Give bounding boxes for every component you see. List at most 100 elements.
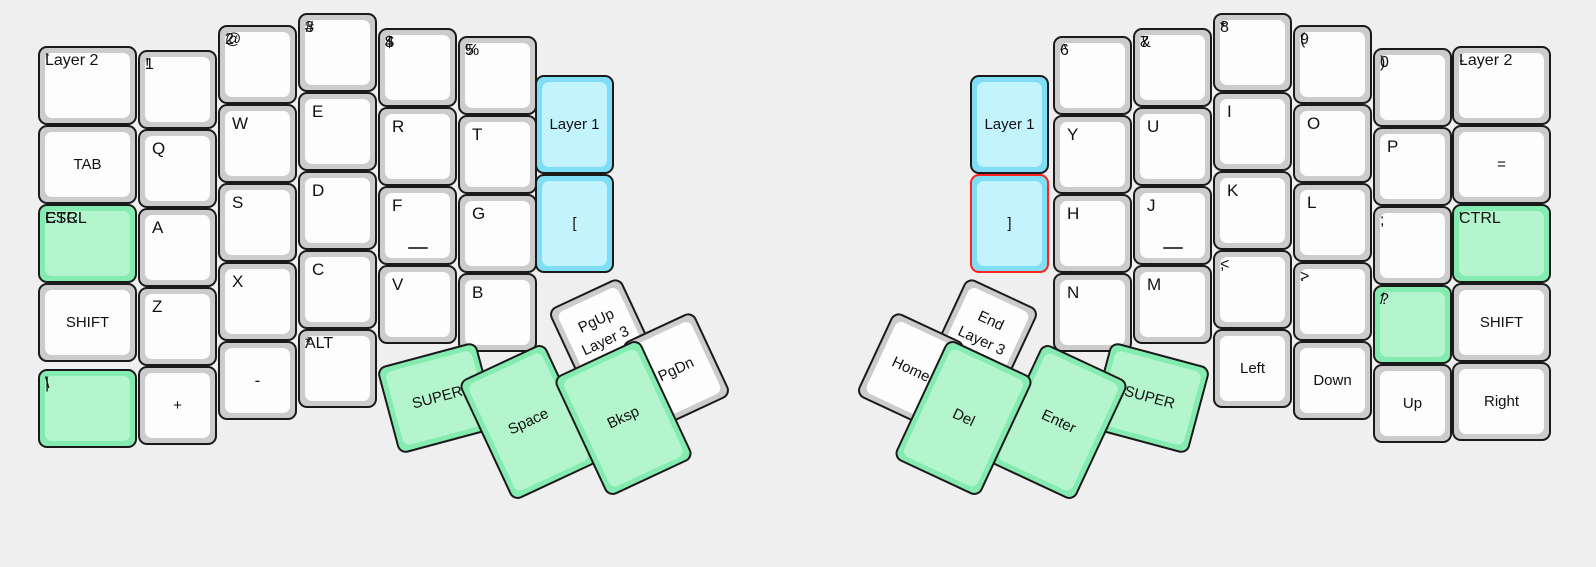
key-layer1-right[interactable]: Layer 1 — [970, 75, 1049, 174]
key-up[interactable]: Up — [1373, 364, 1452, 443]
key-left[interactable]: Left — [1213, 329, 1292, 408]
key-h[interactable]: H — [1053, 194, 1132, 273]
keycap: Z — [145, 294, 210, 359]
key-3[interactable]: #3 — [298, 13, 377, 92]
legend-main: T — [472, 125, 483, 144]
legend-top: | — [45, 375, 50, 392]
keycap: E — [305, 99, 370, 164]
key-e[interactable]: E — [298, 92, 377, 171]
legend-main: E — [312, 102, 324, 121]
key-f[interactable]: F — [378, 186, 457, 265]
key-period[interactable]: >. — [1293, 262, 1372, 341]
keycap: )0 — [1380, 54, 1445, 120]
legend-main: A — [152, 218, 164, 237]
key-k[interactable]: K — [1213, 171, 1292, 250]
key-j[interactable]: J — [1133, 186, 1212, 265]
legend-main: Enter — [1038, 406, 1079, 437]
legend-main: N — [1067, 283, 1080, 302]
keycap: %5 — [465, 42, 530, 108]
key-r[interactable]: R — [378, 107, 457, 186]
key-t[interactable]: T — [458, 115, 537, 194]
keycap: <, — [1220, 256, 1285, 322]
legend-main: ALT — [305, 335, 334, 352]
legend-main: C — [312, 260, 325, 279]
key-plus[interactable]: + — [138, 366, 217, 445]
key-d[interactable]: D — [298, 171, 377, 250]
legend-main: D — [312, 181, 325, 200]
key-v[interactable]: V — [378, 265, 457, 344]
key-pipe-backslash[interactable]: |\ — [38, 369, 137, 448]
legend-main: I — [1227, 102, 1232, 121]
keycap: Y — [1060, 122, 1125, 187]
key-4[interactable]: $4 — [378, 28, 457, 107]
legend-top: $ — [385, 34, 394, 51]
key-q[interactable]: Q — [138, 129, 217, 208]
key-comma[interactable]: <, — [1213, 250, 1292, 329]
key-9[interactable]: (9 — [1293, 25, 1372, 104]
legend-main: Del — [949, 405, 978, 431]
key-5[interactable]: %5 — [458, 36, 537, 115]
key-z[interactable]: Z — [138, 287, 217, 366]
key-layer2-grave[interactable]: `Layer 2 — [38, 46, 137, 125]
key-a[interactable]: A — [138, 208, 217, 287]
key-x[interactable]: X — [218, 262, 297, 341]
legend-top: ^ — [1060, 42, 1068, 59]
legend-top: < — [1220, 256, 1230, 273]
key-shift-right[interactable]: SHIFT — [1452, 283, 1551, 362]
legend-main: P — [1387, 137, 1399, 156]
key-p[interactable]: P — [1373, 127, 1452, 206]
homing-bump-icon — [1162, 247, 1183, 249]
key-slash[interactable]: ?/ — [1373, 285, 1452, 364]
key-shift[interactable]: SHIFT — [38, 283, 137, 362]
legend-main: Bksp — [604, 402, 643, 433]
key-semicolon[interactable]: :; — [1373, 206, 1452, 285]
keycap: U — [1140, 114, 1205, 179]
key-minus[interactable]: - — [218, 341, 297, 420]
key-alt[interactable]: *ALT — [298, 329, 377, 408]
key-right[interactable]: Right — [1452, 362, 1551, 441]
key-bracket-left[interactable]: [ — [535, 174, 614, 273]
legend-top: & — [1140, 34, 1151, 51]
key-s[interactable]: S — [218, 183, 297, 262]
legend-bottom: , — [1220, 256, 1225, 273]
key-n[interactable]: N — [1053, 273, 1132, 352]
key-tab[interactable]: TAB — [38, 125, 137, 204]
key-7[interactable]: &7 — [1133, 28, 1212, 107]
key-0[interactable]: )0 — [1373, 48, 1452, 127]
key-layer2-minus[interactable]: -Layer 2 — [1452, 46, 1551, 125]
legend-main: CTRL — [45, 210, 87, 227]
keycap: (9 — [1300, 31, 1365, 97]
legend-main: Left — [1239, 359, 1266, 377]
key-y[interactable]: Y — [1053, 115, 1132, 194]
keycap: SHIFT — [1459, 290, 1544, 355]
key-l[interactable]: L — [1293, 183, 1372, 262]
key-m[interactable]: M — [1133, 265, 1212, 344]
key-i[interactable]: I — [1213, 92, 1292, 171]
legend-main: Y — [1067, 125, 1079, 144]
key-o[interactable]: O — [1293, 104, 1372, 183]
key-8[interactable]: *8 — [1213, 13, 1292, 92]
key-bracket-right[interactable]: ] — [970, 174, 1049, 273]
legend-top: ` — [45, 52, 51, 69]
legend-main: S — [232, 193, 244, 212]
key-6[interactable]: ^6 — [1053, 36, 1132, 115]
key-down[interactable]: Down — [1293, 341, 1372, 420]
key-w[interactable]: W — [218, 104, 297, 183]
legend-bottom: 0 — [1380, 54, 1389, 71]
keycap: R — [385, 114, 450, 179]
key-layer1-left[interactable]: Layer 1 — [535, 75, 614, 174]
keycap: P — [1380, 134, 1445, 199]
key-2[interactable]: @2 — [218, 25, 297, 104]
key-b[interactable]: B — [458, 273, 537, 352]
legend-top: * — [1220, 19, 1227, 36]
key-1[interactable]: !1 — [138, 50, 217, 129]
key-u[interactable]: U — [1133, 107, 1212, 186]
key-c[interactable]: C — [298, 250, 377, 329]
legend-bottom: 2 — [225, 31, 234, 48]
key-quote-ctrl[interactable]: 'CTRL — [1452, 204, 1551, 283]
keycap: |\ — [45, 375, 130, 441]
keycap: @2 — [225, 31, 290, 97]
key-equals[interactable]: = — [1452, 125, 1551, 204]
key-g[interactable]: G — [458, 194, 537, 273]
